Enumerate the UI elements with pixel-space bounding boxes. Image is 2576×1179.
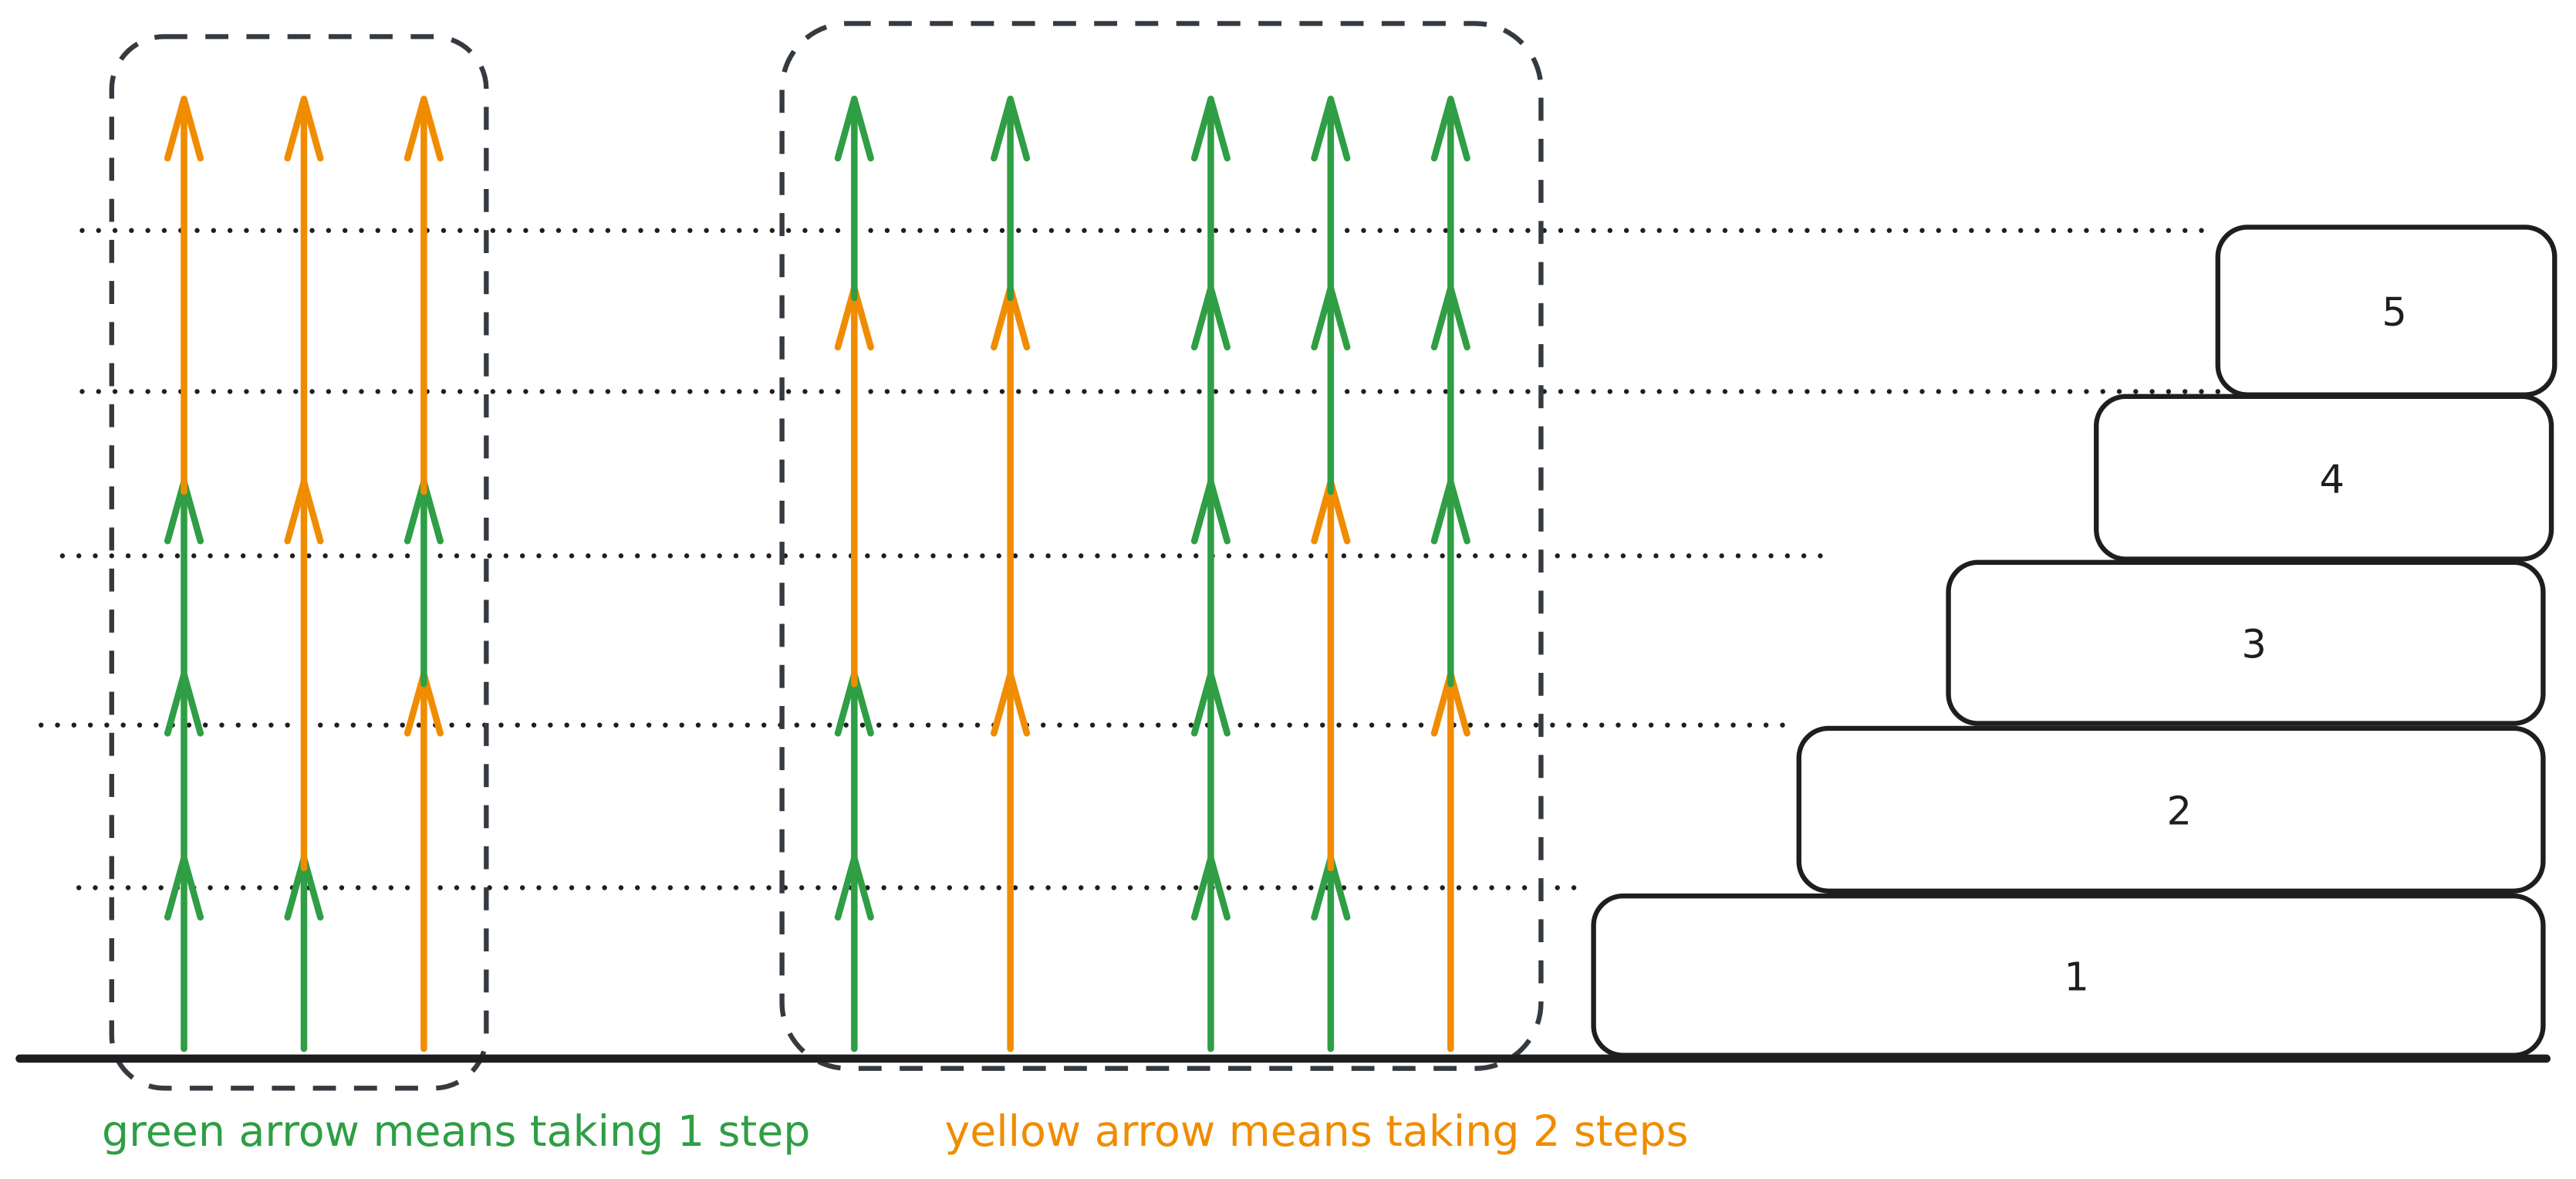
- stair-step-4: 4: [2094, 394, 2554, 562]
- orange-arrow-icon: [1430, 671, 1470, 1052]
- stair-label: 1: [2064, 955, 2089, 1001]
- stair-step-5: 5: [2215, 225, 2557, 397]
- left-group-path-1: [164, 96, 204, 1052]
- green-arrow-icon: [834, 671, 874, 872]
- green-arrow-icon: [1190, 854, 1231, 1052]
- stair-box: [1946, 559, 2546, 726]
- stair-label: 4: [2320, 457, 2345, 502]
- orange-arrow-icon: [403, 671, 444, 1052]
- stair-step-2: 2: [1796, 725, 2546, 894]
- orange-arrow-icon: [1311, 478, 1351, 872]
- green-arrow-icon: [1430, 96, 1470, 302]
- level-lines: [39, 228, 2229, 890]
- green-arrow-icon: [991, 96, 1031, 302]
- group-boxes: [109, 21, 1544, 1091]
- green-arrow-icon: [1190, 478, 1231, 687]
- green-arrow-icon: [1190, 671, 1231, 872]
- green-arrow-icon: [164, 671, 204, 872]
- orange-arrow-icon: [284, 96, 324, 495]
- green-arrow-icon: [1190, 96, 1231, 302]
- left-group-box: [109, 34, 489, 1091]
- left-group-path-2: [284, 96, 324, 1052]
- step-arrows: [164, 96, 1470, 1052]
- staircase: 1 2 3 4 5: [1591, 225, 2557, 1058]
- left-group-path-3: [403, 96, 444, 1052]
- orange-arrow-icon: [403, 96, 444, 495]
- stair-label: 2: [2166, 789, 2192, 835]
- stair-label: 3: [2241, 622, 2267, 667]
- green-arrow-icon: [1311, 284, 1351, 495]
- right-group-path-4: [1311, 96, 1351, 1052]
- stair-box: [2215, 225, 2557, 397]
- right-group-path-1: [834, 96, 874, 1052]
- right-group-path-2: [991, 96, 1031, 1052]
- orange-arrow-icon: [991, 284, 1031, 687]
- green-arrow-icon: [164, 478, 204, 687]
- orange-arrow-icon: [164, 96, 204, 495]
- green-arrow-icon: [834, 96, 874, 302]
- green-arrow-icon: [403, 478, 444, 687]
- stair-step-3: 3: [1946, 559, 2546, 726]
- stair-box: [1796, 725, 2546, 894]
- right-group-path-3: [1190, 96, 1231, 1052]
- legend-green: green arrow means taking 1 step: [102, 1107, 810, 1157]
- right-group-box: [779, 21, 1544, 1071]
- orange-arrow-icon: [991, 671, 1031, 1052]
- green-arrow-icon: [1311, 96, 1351, 302]
- orange-arrow-icon: [284, 478, 324, 872]
- orange-arrow-icon: [834, 284, 874, 687]
- stair-label: 5: [2382, 290, 2407, 336]
- green-arrow-icon: [1430, 478, 1470, 687]
- legend-orange: yellow arrow means taking 2 steps: [944, 1107, 1688, 1157]
- right-group-path-5: [1430, 96, 1470, 1052]
- stair-step-1: 1: [1591, 893, 2546, 1058]
